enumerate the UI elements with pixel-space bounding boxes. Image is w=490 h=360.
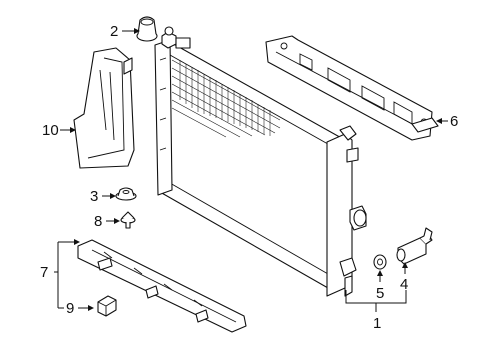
o-ring-part-5	[373, 254, 387, 270]
cushion-part-2	[136, 16, 158, 42]
callout-10: 10	[42, 122, 59, 139]
lower-deflector	[77, 239, 247, 333]
cushion-part-3	[115, 187, 137, 201]
radiator-assembly	[154, 26, 367, 297]
callout-2: 2	[110, 23, 118, 40]
callout-3: 3	[90, 188, 98, 205]
callout-8: 8	[94, 213, 102, 230]
callout-1: 1	[373, 315, 381, 332]
callout-7: 7	[40, 264, 48, 281]
upper-support	[265, 35, 439, 141]
callout-5: 5	[376, 285, 384, 302]
callouts: 1 2 3 4 5 6 7 8 9 10	[40, 23, 458, 332]
retainer-part-9	[97, 295, 117, 317]
clip-part-8	[120, 211, 136, 229]
callout-6: 6	[450, 113, 458, 130]
callout-4: 4	[400, 276, 408, 293]
side-deflector	[73, 47, 135, 169]
callout-9: 9	[66, 300, 74, 317]
drain-cock-part-4	[396, 227, 433, 265]
